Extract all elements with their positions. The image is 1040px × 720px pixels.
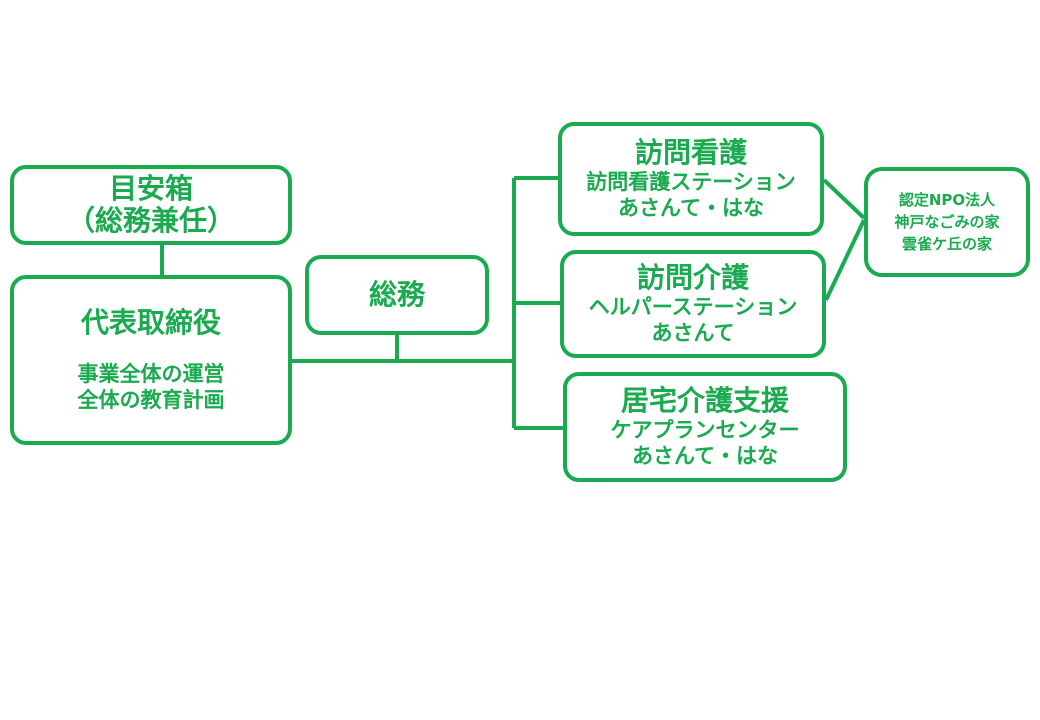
ceo-duty-2: 全体の教育計画 — [77, 388, 225, 412]
care-support-node: 居宅介護支援 ケアプランセンター あさんて・はな — [563, 372, 847, 482]
line-care-to-npo — [824, 219, 866, 301]
home-care-station: ヘルパーステーション — [588, 295, 798, 319]
npo-node: 認定NPO法人 神戸なごみの家 雲雀ケ丘の家 — [864, 167, 1030, 277]
npo-line-2: 神戸なごみの家 — [894, 213, 1000, 231]
home-nursing-name: あさんて・はな — [618, 196, 764, 220]
general-affairs-node: 総務 — [305, 255, 489, 335]
home-nursing-station: 訪問看護ステーション — [586, 170, 796, 194]
npo-line-3: 雲雀ケ丘の家 — [901, 235, 992, 253]
home-care-node: 訪問介護 ヘルパーステーション あさんて — [560, 250, 826, 358]
care-support-name: あさんて・はな — [632, 444, 778, 468]
home-care-title: 訪問介護 — [636, 261, 749, 294]
suggestion-box-subtitle: （総務兼任） — [66, 204, 235, 237]
home-nursing-title: 訪問看護 — [634, 136, 747, 169]
ceo-title: 代表取締役 — [80, 306, 221, 339]
line-nursing-to-npo — [822, 178, 866, 220]
home-nursing-node: 訪問看護 訪問看護ステーション あさんて・はな — [558, 122, 824, 236]
home-care-name: あさんて — [651, 321, 735, 345]
care-support-title: 居宅介護支援 — [620, 384, 789, 417]
general-affairs-title: 総務 — [368, 278, 425, 311]
suggestion-box-title: 目安箱 — [108, 172, 193, 205]
ceo-duty-1: 事業全体の運営 — [77, 362, 225, 386]
care-support-center: ケアプランセンター — [610, 418, 800, 442]
ceo-node: 代表取締役 事業全体の運営 全体の教育計画 — [10, 275, 292, 445]
npo-line-1: 認定NPO法人 — [898, 191, 996, 209]
suggestion-box-node: 目安箱 （総務兼任） — [10, 165, 292, 245]
